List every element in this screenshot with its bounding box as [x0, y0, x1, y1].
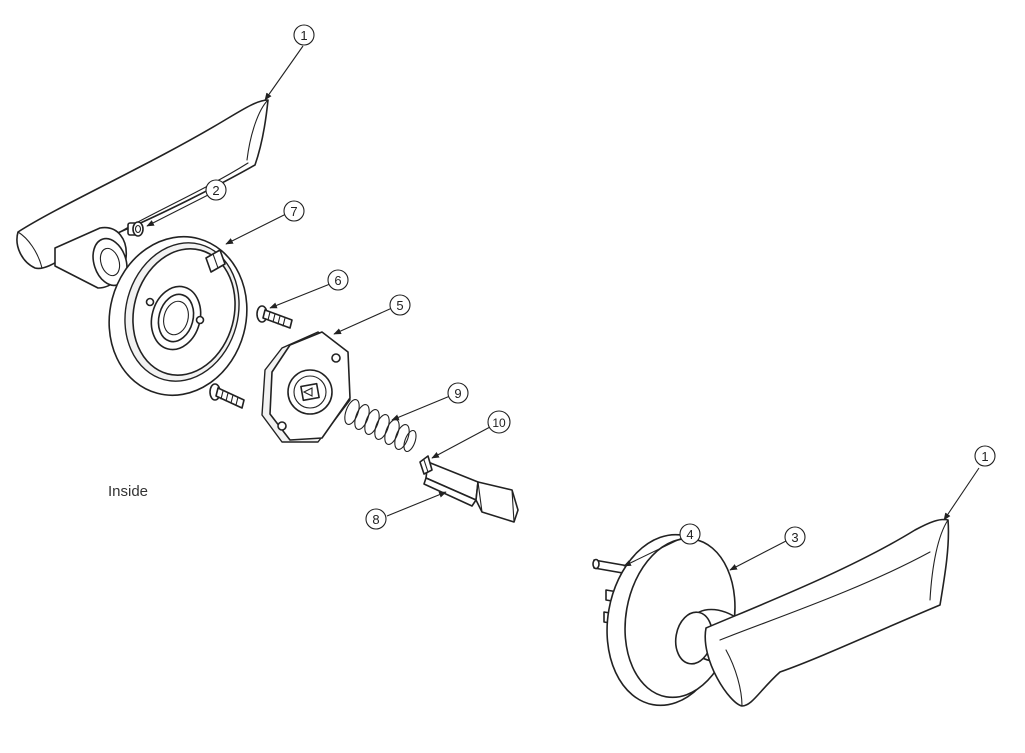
- callout-2: 2: [205, 179, 227, 201]
- callout-7: 7: [283, 200, 305, 222]
- leader-4: [623, 537, 683, 567]
- leader-9: [391, 395, 451, 421]
- mounting-plate: [261, 331, 351, 443]
- svg-text:8: 8: [372, 512, 379, 527]
- callout-1a: 1: [293, 24, 315, 46]
- svg-text:5: 5: [396, 298, 403, 313]
- svg-text:4: 4: [686, 527, 693, 542]
- callout-5: 5: [389, 294, 411, 316]
- svg-text:3: 3: [791, 530, 798, 545]
- callout-1b: 1: [974, 445, 996, 467]
- callout-3: 3: [784, 526, 806, 548]
- callout-6: 6: [327, 269, 349, 291]
- svg-text:7: 7: [290, 204, 297, 219]
- set-screw: [127, 221, 144, 237]
- mounting-screw-lower: [209, 383, 245, 409]
- callout-8: 8: [365, 508, 387, 530]
- inside-rose: [108, 235, 248, 397]
- inside-label: Inside: [108, 483, 148, 500]
- leader-5: [333, 307, 393, 335]
- spindle: [423, 461, 519, 523]
- callout-10: 10: [487, 410, 511, 434]
- svg-text:2: 2: [212, 183, 219, 198]
- callout-4: 4: [679, 523, 701, 545]
- return-spring: [344, 399, 417, 453]
- svg-text:1: 1: [981, 449, 988, 464]
- svg-text:1: 1: [300, 28, 307, 43]
- leader-10: [431, 426, 491, 459]
- leader-1a: [264, 45, 304, 101]
- outside-rose: [606, 533, 743, 707]
- inside-lever-handle: [16, 99, 269, 289]
- svg-text:9: 9: [454, 386, 461, 401]
- leader-1b: [943, 467, 980, 521]
- svg-text:6: 6: [334, 273, 341, 288]
- spindle-pin: [419, 455, 433, 475]
- leader-8: [386, 491, 447, 517]
- leader-2: [146, 193, 211, 227]
- callout-9: 9: [447, 382, 469, 404]
- leader-7: [225, 213, 287, 245]
- leader-3: [729, 540, 787, 571]
- mounting-screw-upper: [256, 305, 293, 329]
- leader-lines: [146, 45, 980, 571]
- leader-6: [269, 283, 331, 309]
- outside-lever-handle: [704, 518, 950, 707]
- svg-text:10: 10: [492, 416, 506, 430]
